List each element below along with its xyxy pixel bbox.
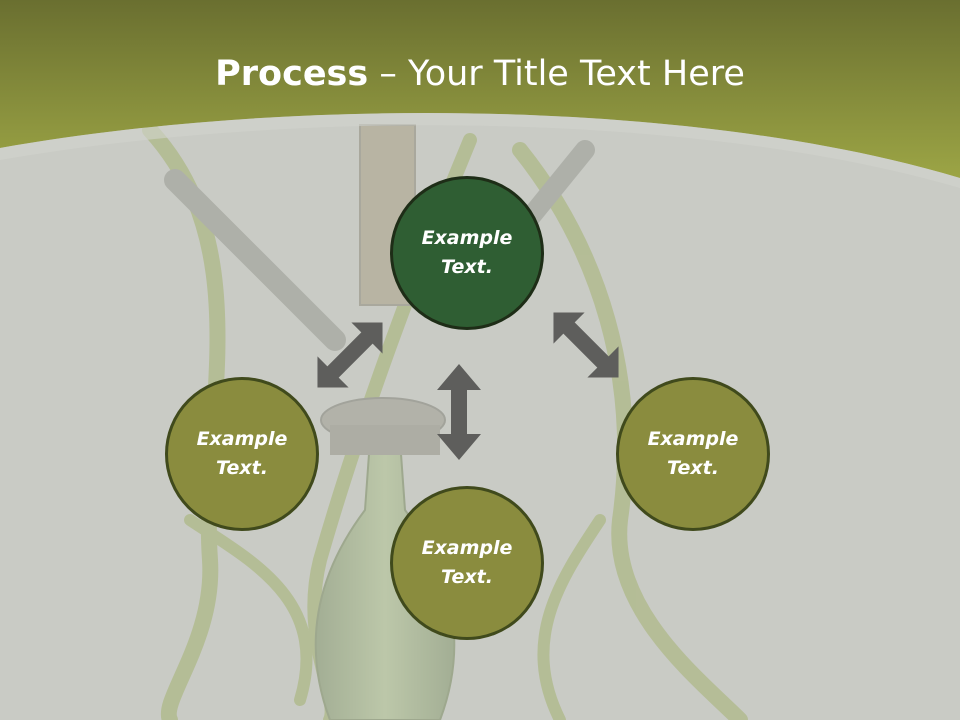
node-bottom-label: Example Text.	[421, 537, 513, 588]
process-node-left[interactable]: Example Text.	[165, 377, 319, 531]
node-top-label: Example Text.	[421, 227, 513, 278]
node-left-label: Example Text.	[196, 428, 288, 479]
title-separator: –	[368, 54, 408, 94]
title-bold: Process	[215, 54, 369, 94]
slide-title: Process – Your Title Text Here	[0, 52, 960, 96]
process-node-top[interactable]: Example Text.	[390, 176, 544, 330]
title-rest: Your Title Text Here	[407, 54, 745, 94]
double-arrow-right-icon	[553, 312, 619, 378]
process-node-right[interactable]: Example Text.	[616, 377, 770, 531]
node-right-label: Example Text.	[647, 428, 739, 479]
double-arrow-vertical-icon	[437, 364, 481, 460]
process-node-bottom[interactable]: Example Text.	[390, 486, 544, 640]
double-arrow-left-icon	[317, 322, 383, 388]
